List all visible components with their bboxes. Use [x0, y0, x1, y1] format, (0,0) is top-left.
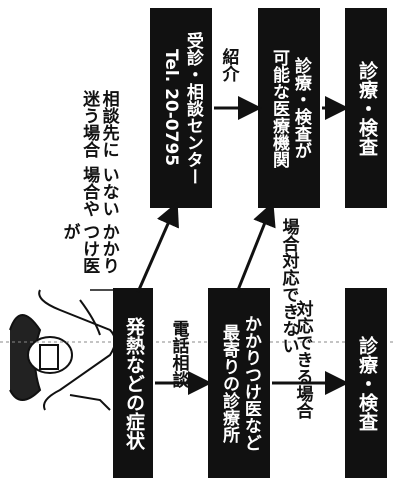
exam-bottom-box: 診療・検査 — [345, 288, 387, 478]
exam-top-box: 診療・検査 — [345, 8, 387, 208]
arrow-clinic-to-capable — [236, 201, 276, 291]
label-cannot-line1: 対応できない — [278, 252, 299, 354]
label-can: 対応できる場合 — [292, 300, 313, 419]
label-no-doctor-line2: いない場合や — [79, 166, 119, 218]
clinic-box: かかりつけ医など 最寄りの診療所 — [208, 288, 270, 478]
consult-center-box: 受診・相談センター Tel. 20-0795 — [150, 8, 212, 208]
clinic-line2: 最寄りの診療所 — [219, 323, 239, 443]
label-cannot-line2: 場合 — [278, 218, 299, 252]
capable-institution-box: 診療・検査が 可能な医療機関 — [258, 8, 320, 208]
clinic-line1: かかりつけ医など — [240, 315, 261, 451]
label-referral: 紹介 — [218, 48, 239, 82]
label-no-doctor-line1: かかりつけ医が — [59, 223, 119, 275]
exam-bottom-text: 診療・検査 — [355, 335, 378, 431]
consult-center-name: 受診・相談センター — [182, 31, 203, 185]
label-no-doctor: かかりつけ医が いない場合や 相談先に迷う場合 — [58, 90, 119, 290]
symptom-text: 発熱などの症状 — [122, 316, 145, 450]
label-phone: 電話相談 — [168, 320, 189, 388]
capable-inst-line1: 診療・検査が — [290, 57, 311, 159]
symptom-box: 発熱などの症状 — [113, 288, 153, 478]
label-no-doctor-line3: 相談先に迷う場合 — [79, 90, 119, 158]
arrow-symptom-to-center — [136, 201, 179, 293]
consult-center-tel: Tel. 20-0795 — [161, 49, 181, 167]
label-cannot: 対応できない 場合 — [277, 218, 299, 354]
exam-top-text: 診療・検査 — [355, 60, 378, 156]
capable-inst-line2: 可能な医療機関 — [269, 48, 289, 168]
